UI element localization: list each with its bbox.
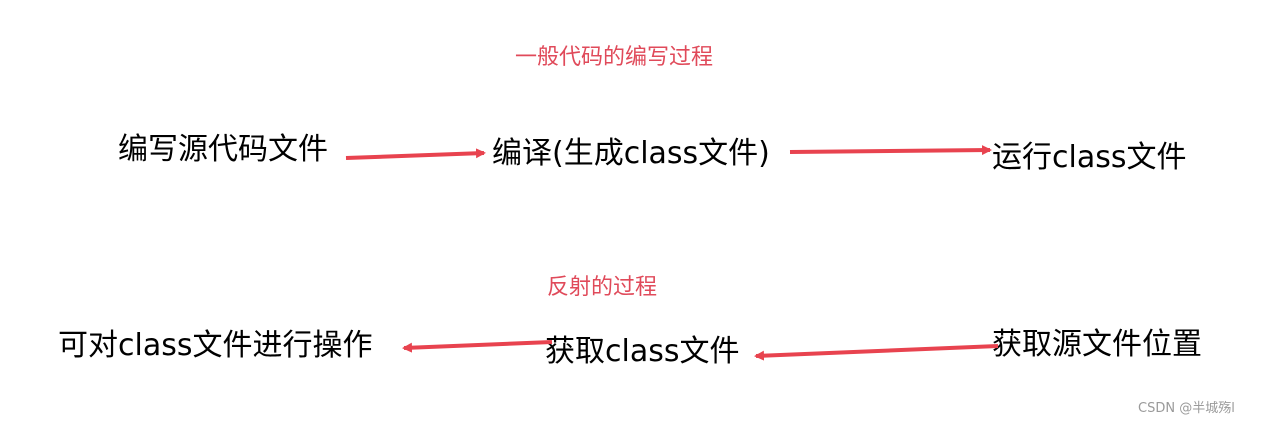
step-run-class: 运行class文件 xyxy=(992,140,1187,175)
arrow-class-to-operate xyxy=(402,340,553,353)
arrow-source-to-compile xyxy=(345,148,486,160)
step-get-class: 获取class文件 xyxy=(545,334,740,369)
arrow-compile-to-run xyxy=(789,145,992,156)
step-operate-class: 可对class文件进行操作 xyxy=(58,328,373,363)
arrow-location-to-class xyxy=(754,344,999,361)
bottom-flow-caption: 反射的过程 xyxy=(547,275,658,300)
step-get-source-location: 获取源文件位置 xyxy=(992,327,1202,362)
step-write-source: 编写源代码文件 xyxy=(118,132,328,167)
top-flow-caption: 一般代码的编写过程 xyxy=(515,45,714,70)
step-compile: 编译(生成class文件) xyxy=(492,136,770,171)
watermark: CSDN @半城殇l xyxy=(1138,401,1235,416)
